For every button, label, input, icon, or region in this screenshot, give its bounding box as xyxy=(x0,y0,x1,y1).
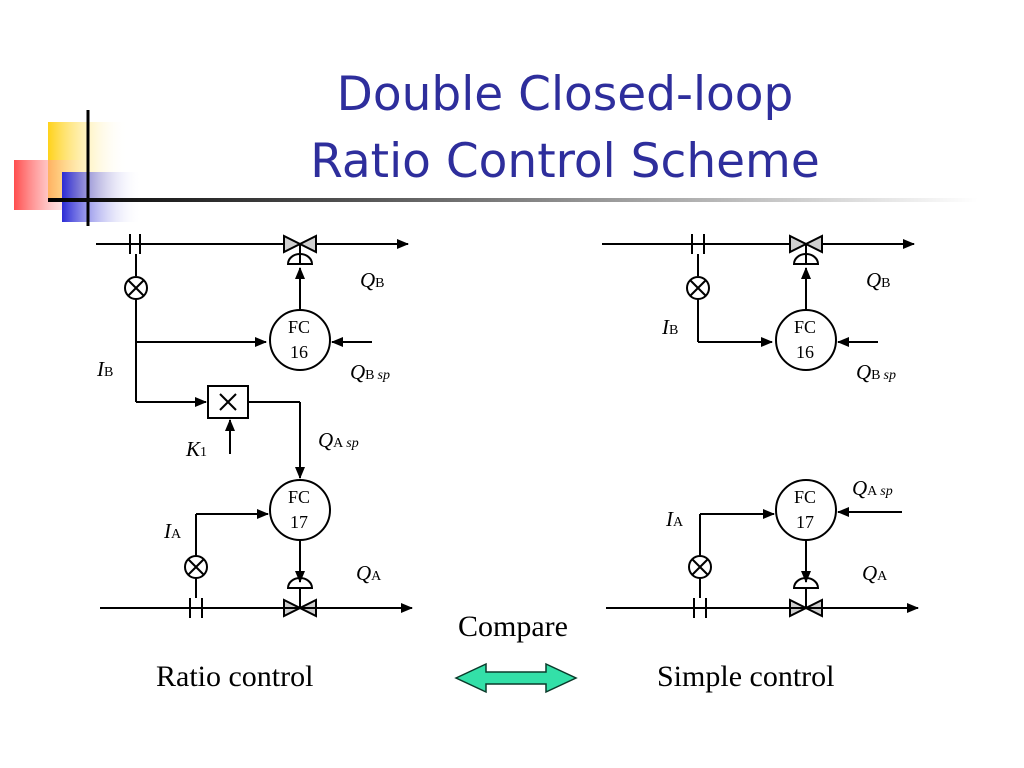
fc17-right-number: 17 xyxy=(796,512,814,532)
deco-blue-block xyxy=(62,172,142,222)
label-ia-left: IA xyxy=(163,519,182,543)
caption-simple-control: Simple control xyxy=(657,660,835,693)
deco-horizontal-line xyxy=(48,198,978,202)
valve-a-right xyxy=(789,577,823,618)
compare-double-arrow-icon xyxy=(454,662,578,694)
fc17-right-tag: FC xyxy=(794,487,816,507)
label-ib-left: IB xyxy=(96,357,113,381)
label-ia-right: IA xyxy=(665,507,684,531)
label-ib-right: IB xyxy=(661,315,678,339)
fc16-right xyxy=(775,309,837,371)
valve-b-left xyxy=(283,234,317,265)
fc16-left-number: 16 xyxy=(290,342,308,362)
label-k1: K1 xyxy=(185,437,207,461)
valve-a-left xyxy=(283,577,317,618)
label-qa-right: QA xyxy=(862,561,888,585)
fc16-left xyxy=(269,309,331,371)
fc16-left-tag: FC xyxy=(288,317,310,337)
fc17-left-number: 17 xyxy=(290,512,308,532)
label-qb-left: QB xyxy=(360,268,385,292)
slide-title-line-2: Ratio Control Scheme xyxy=(310,134,820,189)
simple-control-diagram xyxy=(602,234,919,618)
slide-title-line-1: Double Closed-loop xyxy=(336,67,794,122)
fc16-right-tag: FC xyxy=(794,317,816,337)
caption-ratio-control: Ratio control xyxy=(156,660,314,693)
label-qa-left: QA xyxy=(356,561,382,585)
fc16-right-number: 16 xyxy=(796,342,814,362)
compare-label: Compare xyxy=(458,610,568,643)
valve-b-right xyxy=(789,234,823,265)
ratio-control-diagram xyxy=(96,234,413,618)
label-qb-right: QB xyxy=(866,268,891,292)
fc17-left-tag: FC xyxy=(288,487,310,507)
